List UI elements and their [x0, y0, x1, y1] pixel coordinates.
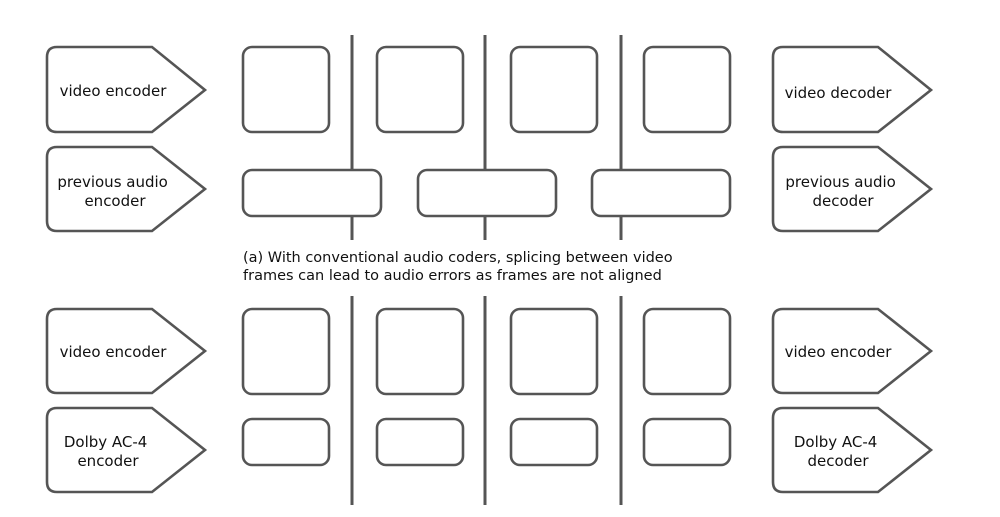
caption-a-line2: frames can lead to audio errors as frame…: [243, 268, 662, 284]
diagram-b: video encoder Dolby AC-4 encoder video e…: [45, 296, 934, 505]
svg-text:video encoder: video encoder: [60, 82, 168, 100]
left-video-encoder-label: video encoder: [60, 82, 168, 100]
right-video-decoder-block: video decoder: [771, 45, 934, 134]
right-video-encoder-label-b: video encoder: [785, 343, 893, 361]
caption-a-line1: (a) With conventional audio coders, spli…: [243, 250, 673, 266]
left-ac4-encoder-label-line1: Dolby AC-4: [64, 433, 148, 451]
audio-frame: [642, 417, 732, 467]
video-frame: [642, 307, 732, 396]
caption-a: (a) With conventional audio coders, spli…: [243, 250, 677, 284]
left-audio-encoder-block: previous audio encoder: [45, 145, 208, 233]
left-ac4-encoder-block: Dolby AC-4 encoder: [45, 406, 208, 494]
audio-frame: [241, 168, 383, 218]
video-frame: [642, 45, 732, 134]
video-frame: [241, 45, 331, 134]
svg-text:previous audio decoder: previous audio decoder: [785, 173, 900, 210]
video-frame: [509, 45, 599, 134]
diagram-a: video encoder previous audio encoder vid…: [45, 35, 934, 240]
audio-frame: [590, 168, 732, 218]
left-audio-encoder-label-line1: previous audio: [57, 173, 167, 191]
video-frame: [375, 307, 465, 396]
svg-text:video decoder: video decoder: [785, 84, 893, 102]
left-ac4-encoder-label-line2: encoder: [77, 452, 139, 470]
right-audio-decoder-label-line1: previous audio: [785, 173, 895, 191]
audio-frame: [509, 417, 599, 467]
right-ac4-decoder-block: Dolby AC-4 decoder: [771, 406, 934, 494]
left-video-encoder-block-b: video encoder: [45, 307, 208, 395]
video-frame: [509, 307, 599, 396]
right-video-encoder-block-b: video encoder: [771, 307, 934, 395]
video-frame: [241, 307, 331, 396]
right-ac4-decoder-label-line1: Dolby AC-4: [794, 433, 878, 451]
svg-text:Dolby AC-4 encoder: Dolby AC-4 encoder: [64, 433, 152, 470]
audio-frame: [375, 417, 465, 467]
left-audio-encoder-label-line2: encoder: [84, 192, 146, 210]
audio-frame: [416, 168, 558, 218]
svg-text:video encoder: video encoder: [60, 343, 168, 361]
audio-frame: [241, 417, 331, 467]
left-video-encoder-block: video encoder: [45, 45, 208, 134]
svg-text:previous audio encoder: previous audio encoder: [57, 173, 172, 210]
right-ac4-decoder-label-line2: decoder: [807, 452, 869, 470]
right-video-decoder-label: video decoder: [785, 84, 893, 102]
video-frame: [375, 45, 465, 134]
right-audio-decoder-label-line2: decoder: [812, 192, 874, 210]
right-audio-decoder-block: previous audio decoder: [771, 145, 934, 233]
svg-text:video encoder: video encoder: [785, 343, 893, 361]
left-video-encoder-label-b: video encoder: [60, 343, 168, 361]
svg-text:Dolby AC-4 decoder: Dolby AC-4 decoder: [794, 433, 882, 470]
